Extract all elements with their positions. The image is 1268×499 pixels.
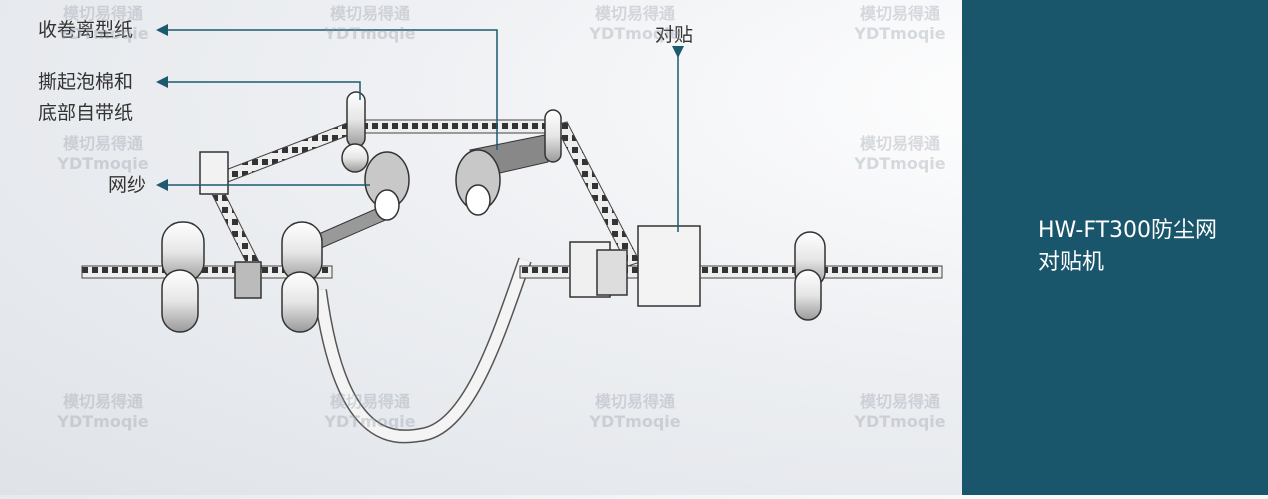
leader-rewind-liner <box>156 24 498 150</box>
upper-belt-top <box>364 119 556 134</box>
label-peel-foam-line1: 撕起泡棉和 <box>38 71 134 93</box>
label-laminate: 对贴 <box>655 24 694 46</box>
leader-peel-foam <box>156 76 361 100</box>
label-rewind-liner: 收卷离型纸 <box>38 19 134 41</box>
label-peel-foam-line2: 底部自带纸 <box>38 102 134 124</box>
main-belt-left <box>81 265 333 279</box>
machine-title: HW-FT300防尘网对贴机 <box>1038 218 1218 275</box>
title-panel <box>962 0 1268 495</box>
machine-illustration <box>81 24 943 444</box>
label-mesh: 网纱 <box>108 174 147 196</box>
